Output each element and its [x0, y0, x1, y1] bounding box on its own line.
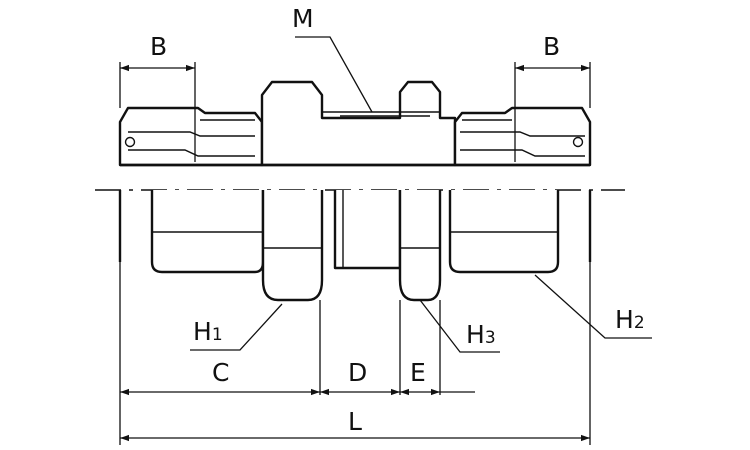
label-h1: H1: [193, 317, 223, 346]
label-d: D: [348, 358, 367, 387]
hex-nut-h1: [150, 190, 265, 274]
label-c: C: [212, 358, 229, 387]
right-sleeve-line-2: [460, 149, 585, 157]
label-e: E: [410, 358, 426, 387]
label-h3: H3: [466, 320, 496, 349]
label-l: L: [348, 407, 362, 436]
lower-view: [118, 190, 592, 302]
dimension-lines: [120, 64, 590, 442]
central-hex-section: [260, 80, 457, 167]
hex-nut-h3: [398, 190, 442, 302]
leader-h3: [419, 299, 500, 353]
left-seal-ring: [124, 136, 136, 148]
label-h2: H2: [615, 305, 645, 334]
thread-spigot: [333, 190, 402, 270]
upper-section: [118, 80, 592, 167]
leader-m: [295, 36, 373, 113]
leader-h2: [534, 274, 652, 339]
leader-h1: [190, 303, 283, 351]
label-b-left: B: [150, 32, 167, 61]
hex-nut-h2: [448, 190, 560, 274]
right-sleeve-line: [460, 131, 585, 137]
leaders: [190, 36, 652, 353]
body-hex-left-lobe: [261, 190, 324, 302]
right-seal-ring: [572, 136, 584, 148]
label-b-right: B: [543, 32, 560, 61]
left-sleeve-line-2: [128, 149, 255, 157]
label-m: M: [292, 4, 314, 33]
labels: M B B H1 H3 H2 C D E L: [150, 4, 645, 436]
